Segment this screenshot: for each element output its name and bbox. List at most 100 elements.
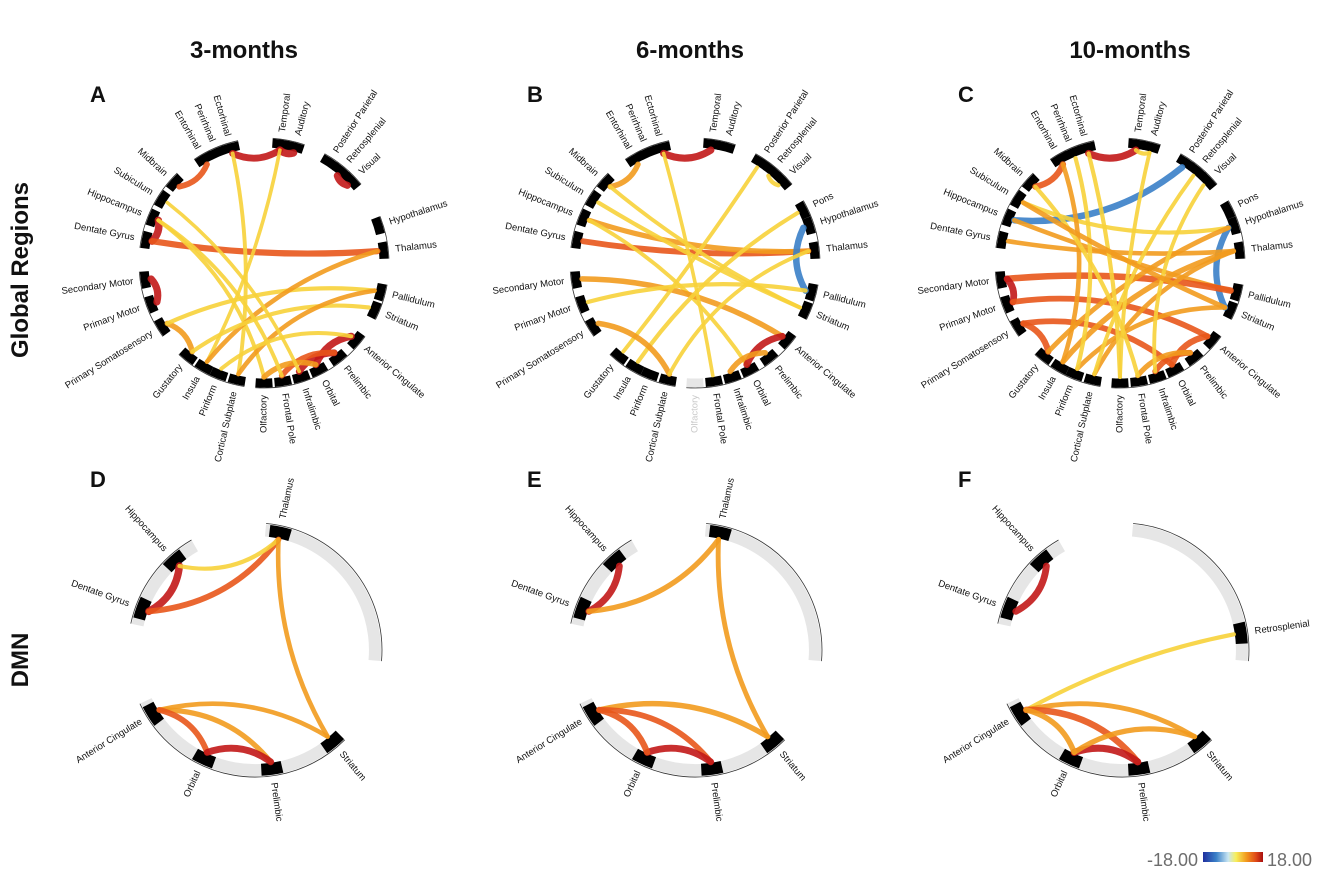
region-segments bbox=[138, 137, 390, 389]
segment-cortical-subplate bbox=[658, 373, 677, 386]
region-label-hippocampus: Hippocampus bbox=[517, 187, 575, 219]
group-bracket bbox=[802, 200, 821, 259]
link-ectorhinal-temporal bbox=[660, 146, 715, 162]
link-anterior-cingulate-retrosplenial bbox=[1024, 632, 1236, 712]
region-label-orbital: Orbital bbox=[1175, 378, 1198, 408]
panel-letter: B bbox=[527, 82, 543, 107]
segment-secondary-motor bbox=[570, 271, 583, 289]
segment-hippocampus bbox=[602, 549, 627, 573]
group-bracket bbox=[686, 336, 797, 389]
segment-infralimbic bbox=[291, 370, 311, 384]
link-ectorhinal-temporal bbox=[229, 146, 284, 162]
group-bracket bbox=[703, 137, 736, 146]
region-label-pallidulum: Pallidulum bbox=[1247, 290, 1292, 311]
colorbar-min-label: -18.00 bbox=[1147, 850, 1198, 870]
segment-hypothalamus bbox=[1227, 216, 1241, 236]
segment-hypothalamus bbox=[371, 216, 385, 236]
panel-d: DHippocampusThalamusStriatumPrelimbicOrb… bbox=[70, 467, 383, 822]
region-label-prelimbic: Prelimbic bbox=[268, 782, 284, 822]
region-segments bbox=[994, 137, 1246, 389]
segment-subiculum bbox=[585, 189, 602, 209]
link-hippocampus-thalamus bbox=[177, 537, 281, 571]
connections bbox=[145, 536, 330, 766]
region-label-thalamus: Thalamus bbox=[395, 239, 438, 254]
region-label-primary-motor: Primary Motor bbox=[82, 303, 142, 334]
link-ectorhinal-temporal bbox=[1085, 146, 1140, 162]
group-bracket bbox=[375, 284, 388, 320]
segment-primary-motor bbox=[144, 294, 159, 314]
segment-dentate-gyrus bbox=[996, 230, 1009, 250]
group-bracket bbox=[139, 703, 346, 778]
region-label-striatum: Striatum bbox=[814, 310, 851, 334]
segment-thalamus bbox=[268, 524, 292, 541]
region-label-dentate-gyrus: Dentate Gyrus bbox=[937, 578, 999, 609]
segment-temporal bbox=[272, 138, 290, 151]
segment-hippocampus bbox=[145, 208, 161, 228]
region-label-hippocampus: Hippocampus bbox=[562, 504, 609, 555]
connections bbox=[585, 536, 771, 766]
link-anterior-cingulate-striatum bbox=[1023, 701, 1198, 740]
segment-anterior-cingulate bbox=[347, 330, 365, 350]
region-label-prelimbic: Prelimbic bbox=[341, 364, 374, 402]
link-subiculum-infralimbic bbox=[165, 200, 301, 374]
segment-thalamus bbox=[377, 241, 389, 260]
group-bracket bbox=[1128, 137, 1161, 146]
region-label-midbrain: Midbrain bbox=[991, 146, 1025, 179]
segment-orbital bbox=[1058, 748, 1084, 769]
link-anterior-cingulate-prelimbic bbox=[156, 707, 274, 765]
colorbar-max-label: 18.00 bbox=[1267, 850, 1312, 870]
segment-frontal-pole bbox=[705, 375, 724, 387]
region-label-primary-motor: Primary Motor bbox=[938, 303, 998, 334]
segment-primary-motor bbox=[575, 294, 590, 314]
region-label-piriform: Piriform bbox=[1053, 383, 1075, 418]
segment-temporal bbox=[703, 138, 721, 151]
region-label-insula: Insula bbox=[1037, 374, 1060, 402]
inactive-band bbox=[1007, 698, 1212, 777]
region-segments bbox=[569, 137, 821, 389]
segment-dentate-gyrus bbox=[573, 596, 592, 621]
group-bracket bbox=[1111, 336, 1222, 389]
segment-prelimbic bbox=[1184, 348, 1204, 367]
group-bracket bbox=[1034, 354, 1101, 387]
link-subiculum-hypothalamus bbox=[1021, 200, 1231, 235]
link-insula-thalamus bbox=[204, 248, 380, 364]
region-label-pallidulum: Pallidulum bbox=[822, 290, 867, 311]
link-insula-pons bbox=[635, 210, 800, 364]
segment-gustatory bbox=[1035, 347, 1054, 365]
segment-visual bbox=[773, 171, 792, 191]
segment-perirhinal bbox=[207, 145, 227, 161]
link-midbrain-frontal-pole bbox=[1033, 184, 1140, 378]
segment-striatum bbox=[366, 300, 382, 320]
region-label-secondary-motor: Secondary Motor bbox=[61, 276, 134, 297]
segment-prelimbic bbox=[260, 761, 284, 776]
segment-prelimbic bbox=[328, 348, 348, 367]
region-label-secondary-motor: Secondary Motor bbox=[492, 276, 565, 297]
region-label-insula: Insula bbox=[181, 374, 204, 402]
segment-frontal-pole bbox=[274, 375, 293, 387]
group-bracket bbox=[272, 137, 305, 146]
inactive-band bbox=[264, 524, 381, 662]
link-cortical-subplate-pallidulum bbox=[236, 288, 377, 377]
region-label-prelimbic: Prelimbic bbox=[772, 364, 805, 402]
region-label-temporal: Temporal bbox=[277, 93, 293, 133]
segment-midbrain bbox=[165, 173, 184, 192]
segment-secondary-motor bbox=[139, 271, 152, 289]
segment-ectorhinal bbox=[221, 141, 241, 155]
link-dentate-gyrus-thalamus bbox=[145, 536, 282, 615]
segment-hippocampus bbox=[162, 549, 187, 573]
region-label-cortical-subplate: Cortical Subplate bbox=[1069, 390, 1096, 463]
region-segments bbox=[130, 523, 383, 778]
group-bracket bbox=[569, 271, 595, 337]
segment-orbital bbox=[309, 362, 329, 378]
link-midbrain-entorhinal bbox=[1032, 161, 1067, 190]
segment-prelimbic bbox=[759, 348, 779, 367]
segment-auditory bbox=[716, 140, 736, 154]
region-label-prelimbic: Prelimbic bbox=[708, 782, 724, 822]
colorbar-gradient bbox=[1203, 852, 1263, 862]
link-hypothalamus-pallidulum bbox=[792, 224, 809, 294]
segment-primary-somatosensory bbox=[585, 317, 602, 337]
group-bracket bbox=[1227, 200, 1246, 259]
